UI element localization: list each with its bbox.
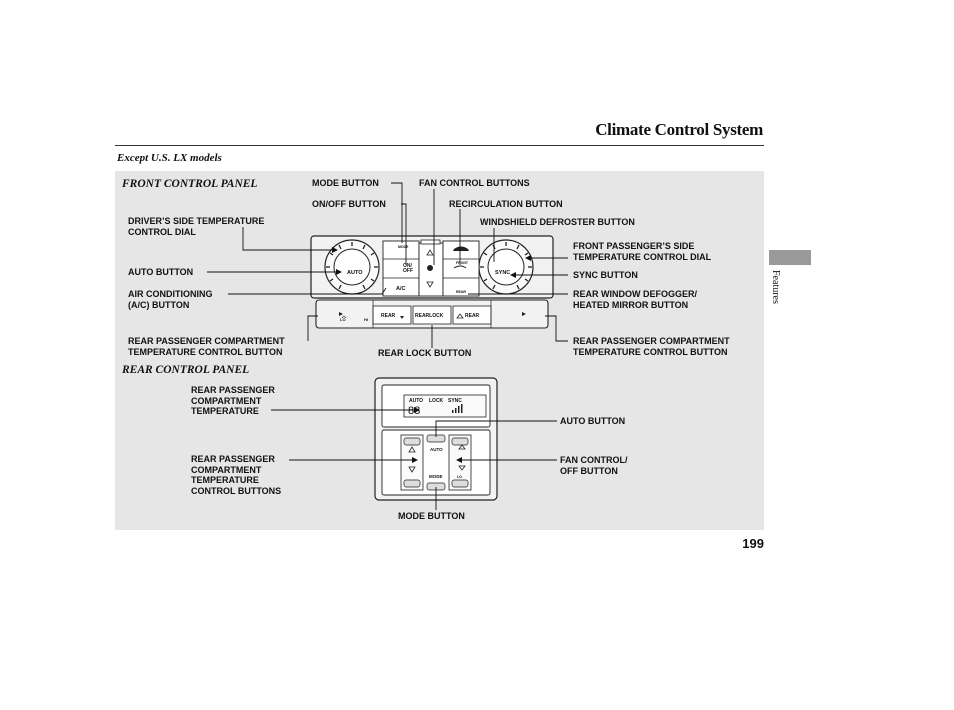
- label-rear-lock-button: REAR LOCK BUTTON: [378, 348, 472, 358]
- passenger-temp-dial[interactable]: [478, 239, 534, 295]
- leader-arrows: [332, 247, 531, 463]
- title-rule: [115, 145, 764, 146]
- label-rear-auto-button: AUTO BUTTON: [560, 416, 626, 426]
- rear-mode-button-text[interactable]: MODE: [429, 474, 443, 479]
- driver-temp-dial[interactable]: [324, 239, 380, 295]
- label-rear-temp-left: REAR PASSENGER COMPARTMENT TEMPERATURE C…: [128, 336, 285, 357]
- label-ac-button: AIR CONDITIONING (A/C) BUTTON: [128, 289, 213, 310]
- rear-control-panel: [374, 377, 498, 501]
- rear-auto-button-text[interactable]: AUTO: [430, 447, 443, 452]
- label-rear-compartment-temp: REAR PASSENGER COMPARTMENT TEMPERATURE: [191, 385, 275, 416]
- rear-temp-left-text[interactable]: REAR: [381, 313, 396, 319]
- label-sync-button: SYNC BUTTON: [573, 270, 638, 280]
- rear-display-lock: LOCK: [429, 398, 444, 404]
- label-driver-temp-dial: DRIVER’S SIDE TEMPERATURE CONTROL DIAL: [128, 216, 265, 237]
- label-fan-control-buttons: FAN CONTROL BUTTONS: [419, 178, 530, 188]
- lo-text: LO: [340, 317, 346, 322]
- rear-panel-heading: REAR CONTROL PANEL: [121, 364, 249, 376]
- label-rear-temp-buttons: REAR PASSENGER COMPARTMENT TEMPERATURE C…: [191, 454, 282, 496]
- rear-temp-right-text[interactable]: REAR: [465, 313, 480, 319]
- mode-button-text[interactable]: MODE: [398, 245, 409, 249]
- label-on-off-button: ON/OFF BUTTON: [312, 199, 386, 209]
- on-off-text[interactable]: ON/: [403, 263, 413, 269]
- page-title: Climate Control System: [595, 120, 763, 139]
- rear-display-sync: SYNC: [448, 398, 462, 404]
- page-number: 199: [742, 536, 764, 551]
- label-rear-fan-control: FAN CONTROL/ OFF BUTTON: [560, 455, 628, 476]
- label-mode-button: MODE BUTTON: [312, 178, 379, 188]
- label-rear-mode-button: MODE BUTTON: [398, 511, 465, 521]
- label-windshield-defroster: WINDSHIELD DEFROSTER BUTTON: [480, 217, 635, 227]
- sync-button-text[interactable]: SYNC: [495, 270, 510, 276]
- front-defrost-text[interactable]: FRONT: [456, 261, 469, 265]
- rear-lock-text[interactable]: REARLOCK: [415, 313, 444, 319]
- label-passenger-temp-dial: FRONT PASSENGER’S SIDE TEMPERATURE CONTR…: [573, 241, 712, 262]
- on-off-text-2: OFF: [403, 268, 413, 274]
- label-recirculation-button: RECIRCULATION BUTTON: [449, 199, 563, 209]
- front-panel-heading: FRONT CONTROL PANEL: [121, 178, 257, 190]
- hi-text: HI: [364, 317, 368, 322]
- ac-button-text[interactable]: A/C: [396, 286, 406, 292]
- auto-button-text[interactable]: AUTO: [347, 270, 363, 276]
- label-rear-defogger: REAR WINDOW DEFOGGER/ HEATED MIRROR BUTT…: [573, 289, 697, 310]
- model-note: Except U.S. LX models: [117, 152, 222, 164]
- label-rear-temp-right: REAR PASSENGER COMPARTMENT TEMPERATURE C…: [573, 336, 730, 357]
- rear-defrost-text[interactable]: REAR: [456, 290, 466, 294]
- rear-display-auto: AUTO: [409, 398, 423, 404]
- label-auto-button: AUTO BUTTON: [128, 267, 194, 277]
- leader-lines: [207, 182, 568, 510]
- section-tab: [769, 250, 811, 265]
- rear-lo-text: LO: [457, 475, 462, 479]
